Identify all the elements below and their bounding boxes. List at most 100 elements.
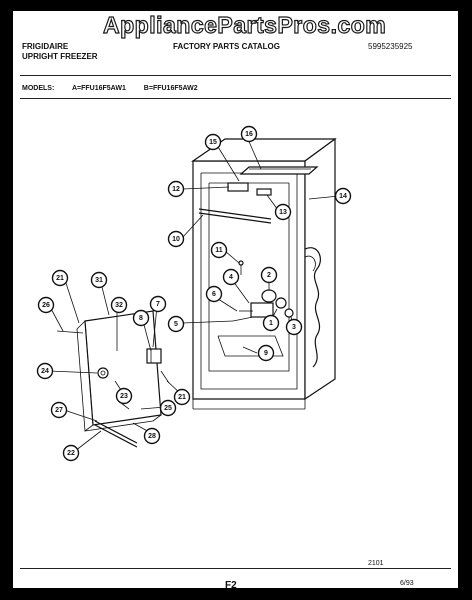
callout-23: 23 [115,387,133,405]
callout-28: 28 [143,427,161,445]
callout-32: 32 [110,296,128,314]
callout-label: 5 [174,321,178,328]
callout-14: 14 [334,187,352,205]
callout-label: 24 [41,368,49,375]
callout-circle [285,318,303,336]
callout-circle [167,230,185,248]
callout-label: 22 [67,450,75,457]
callout-circle [90,271,108,289]
callout-label: 25 [164,405,172,412]
callout-15: 15 [204,133,222,151]
header-rule-bottom [20,98,451,99]
cabinet-liner [191,137,337,410]
model-a: A=FFU16F5AW1 [71,85,126,92]
callout-circle [159,399,177,417]
callout-label: 2 [267,272,271,279]
callout-circle [222,268,240,286]
callout-26: 26 [37,296,55,314]
callout-circle [334,187,352,205]
callout-22: 22 [62,444,80,462]
callout-label: 4 [229,274,233,281]
page-date: 6/93 [400,580,414,587]
page-code: 2101 [368,560,384,567]
callout-12: 12 [167,180,185,198]
header-rule-top [20,75,451,76]
callout-label: 26 [42,302,50,309]
callout-circle [274,203,292,221]
callout-25: 25 [159,399,177,417]
product-type: UPRIGHT FREEZER [22,52,98,61]
callout-8: 8 [132,309,150,327]
callout-label: 9 [264,350,268,357]
callout-label: 10 [172,236,180,243]
callout-13: 13 [274,203,292,221]
callout-11: 11 [210,241,228,259]
models-row: MODELS: A=FFU16F5AW1 B=FFU16F5AW2 [22,85,214,92]
catalog-title: FACTORY PARTS CATALOG [173,42,280,51]
callout-label: 15 [209,139,217,146]
callout-label: 13 [279,209,287,216]
callout-circle [257,344,275,362]
callout-circle [143,427,161,445]
callout-10: 10 [167,230,185,248]
callout-label: 8 [139,315,143,322]
callout-label: 28 [148,433,156,440]
callout-circle [167,315,185,333]
callout-circle [36,362,54,380]
callout-4: 4 [222,268,240,286]
callout-circle [173,388,191,406]
callout-label: 12 [172,186,180,193]
callout-9: 9 [257,344,275,362]
callout-21: 21 [51,269,69,287]
top-components [198,166,319,224]
control-components [232,260,294,322]
callout-circle [205,285,223,303]
callout-3: 3 [285,318,303,336]
callout-label: 31 [95,277,103,284]
callout-7: 7 [149,295,167,313]
callout-circle [115,387,133,405]
callout-31: 31 [90,271,108,289]
callout-circle [50,401,68,419]
callout-circle [210,241,228,259]
callout-label: 16 [245,131,253,138]
callout-label: 21 [56,275,64,282]
brand-name: FRIGIDAIRE [22,42,69,51]
footer-rule [20,568,451,569]
callout-circle [260,266,278,284]
callout-circle [37,296,55,314]
callout-label: 32 [115,302,123,309]
callout-label: 11 [215,247,223,254]
callout-circle [62,444,80,462]
callout-label: 21 [178,394,186,401]
callout-1: 1 [262,314,280,332]
model-b: B=FFU16F5AW2 [143,85,198,92]
callout-16: 16 [240,125,258,143]
callout-24: 24 [36,362,54,380]
parts-catalog-sheet: AppliancePartsPros.com FRIGIDAIRE UPRIGH… [13,11,458,591]
callout-label: 14 [339,193,347,200]
callout-27: 27 [50,401,68,419]
watermark-logo: AppliancePartsPros.com [102,11,387,38]
callout-21: 21 [173,388,191,406]
callout-circle [240,125,258,143]
callout-5: 5 [167,315,185,333]
callout-circle [204,133,222,151]
back-panel-assembly [56,310,170,448]
callout-label: 3 [292,324,296,331]
callout-circle [149,295,167,313]
callout-2: 2 [260,266,278,284]
callout-label: 7 [156,301,160,308]
callout-label: 1 [269,320,273,327]
catalog-number: 5995235925 [368,42,413,51]
models-label: MODELS: [22,85,55,92]
callout-circle [132,309,150,327]
callout-circle [51,269,69,287]
callout-circle [167,180,185,198]
page-number: F2 [225,580,237,591]
callout-circle [262,314,280,332]
callout-label: 23 [120,393,128,400]
callout-6: 6 [205,285,223,303]
exploded-parts-diagram: 1516121413101124613592131263278242321252… [36,125,352,462]
